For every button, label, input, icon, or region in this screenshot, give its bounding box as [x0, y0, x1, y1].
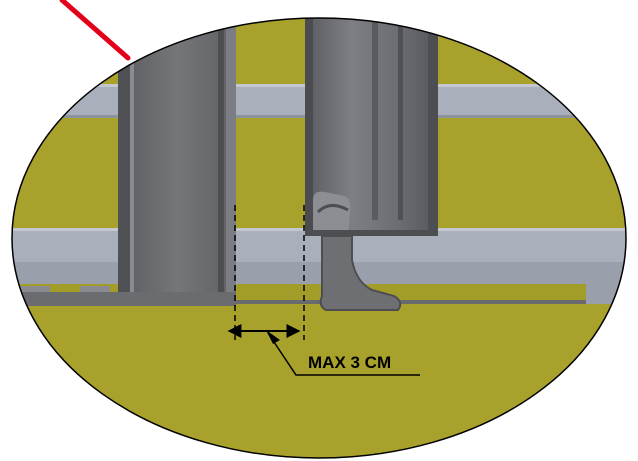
callout-leader-line — [267, 332, 420, 376]
red-pointer-line-icon — [59, 0, 131, 61]
door-foot — [319, 235, 402, 311]
magnifier-lens-outline — [11, 17, 627, 459]
door-panel — [305, 18, 438, 236]
callout-label: MAX 3 CM — [308, 353, 391, 372]
left-post — [12, 18, 236, 306]
leader-arrowhead-icon — [266, 330, 280, 344]
